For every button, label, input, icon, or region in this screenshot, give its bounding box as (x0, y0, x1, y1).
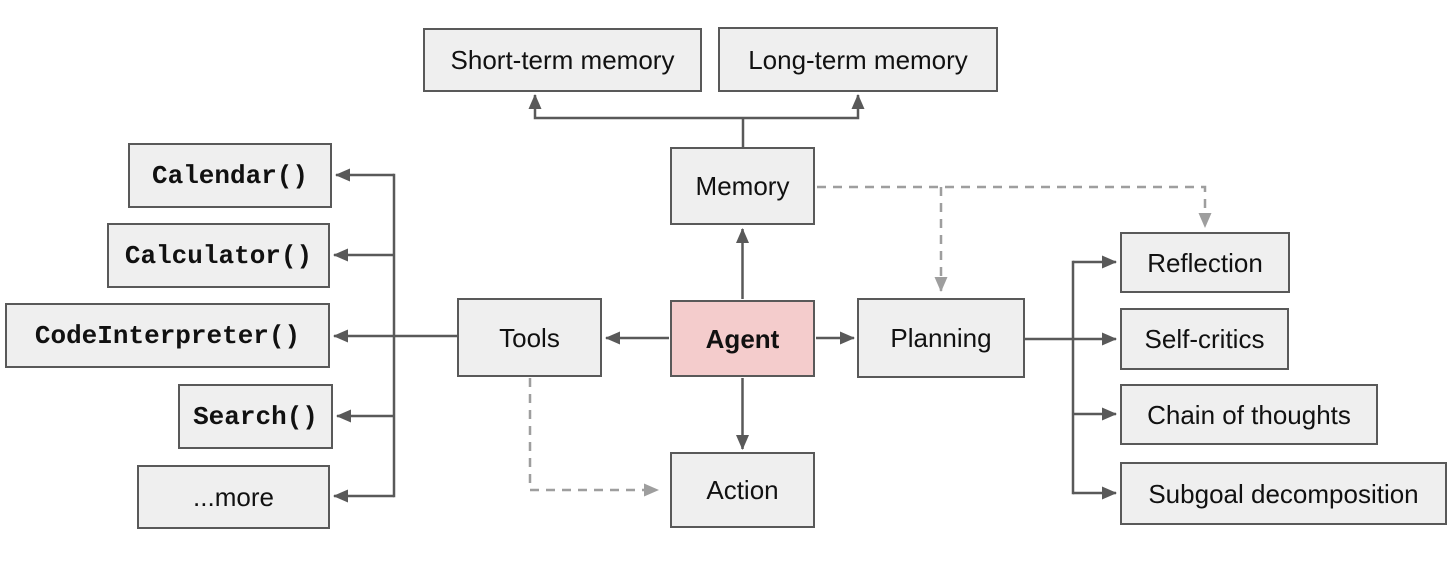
node-self-critics: Self-critics (1120, 308, 1289, 370)
node-short-term-memory: Short-term memory (423, 28, 702, 92)
node-calendar-label: Calendar() (151, 160, 309, 191)
node-reflection: Reflection (1120, 232, 1290, 293)
node-code-interpreter: CodeInterpreter() (5, 303, 330, 368)
node-agent-label: Agent (705, 323, 780, 354)
node-search-label: Search() (193, 401, 318, 432)
node-planning-label: Planning (890, 323, 992, 353)
edge-memory-to-long-term (743, 94, 865, 120)
edge-tools-to-action-dashed (528, 378, 659, 497)
node-subgoal-decomposition-label: Subgoal decomposition (1148, 478, 1419, 509)
node-tools: Tools (457, 298, 602, 377)
node-code-interpreter-label: CodeInterpreter() (34, 320, 301, 351)
node-action: Action (670, 452, 815, 528)
node-planning: Planning (857, 298, 1025, 378)
node-tools-label: Tools (499, 322, 560, 353)
node-more: ...more (137, 465, 330, 529)
node-self-critics-label: Self-critics (1144, 324, 1265, 354)
node-long-term-memory: Long-term memory (718, 27, 998, 92)
node-chain-of-thoughts-label: Chain of thoughts (1147, 399, 1351, 430)
node-more-label: ...more (193, 482, 274, 512)
node-search: Search() (178, 384, 333, 449)
node-memory: Memory (670, 147, 815, 225)
node-memory-label: Memory (695, 171, 790, 201)
edge-memory-to-short-term (528, 94, 743, 120)
node-calculator-label: Calculator() (124, 240, 313, 271)
node-chain-of-thoughts: Chain of thoughts (1120, 384, 1378, 445)
node-calendar: Calendar() (128, 143, 332, 208)
node-short-term-memory-label: Short-term memory (450, 45, 675, 75)
node-action-label: Action (706, 475, 779, 505)
node-agent: Agent (670, 300, 815, 377)
node-reflection-label: Reflection (1147, 247, 1263, 278)
node-long-term-memory-label: Long-term memory (748, 44, 968, 75)
edge-memory-to-reflection-dashed (817, 185, 1212, 228)
node-calculator: Calculator() (107, 223, 330, 288)
node-subgoal-decomposition: Subgoal decomposition (1120, 462, 1447, 525)
